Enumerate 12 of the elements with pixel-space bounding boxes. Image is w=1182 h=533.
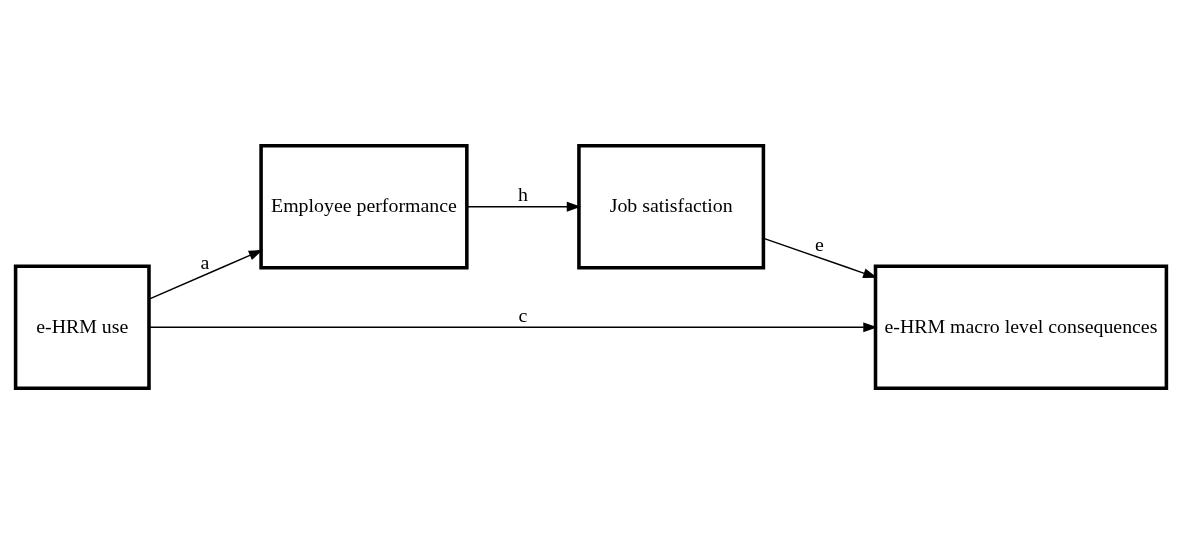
node-box: e-HRM macro level consequences	[873, 264, 1169, 390]
edge-label: h	[517, 182, 528, 205]
arrow	[148, 321, 878, 332]
arrow	[148, 249, 263, 300]
edge-label: e	[815, 232, 824, 255]
arrow	[466, 201, 581, 212]
node-box: Employee performance	[259, 143, 469, 269]
edge-label: a	[200, 250, 210, 273]
edge-label: c	[518, 303, 528, 326]
node-box: e-HRM use	[13, 264, 151, 390]
arrow	[763, 237, 878, 278]
node-box: Job satisfaction	[577, 143, 766, 269]
